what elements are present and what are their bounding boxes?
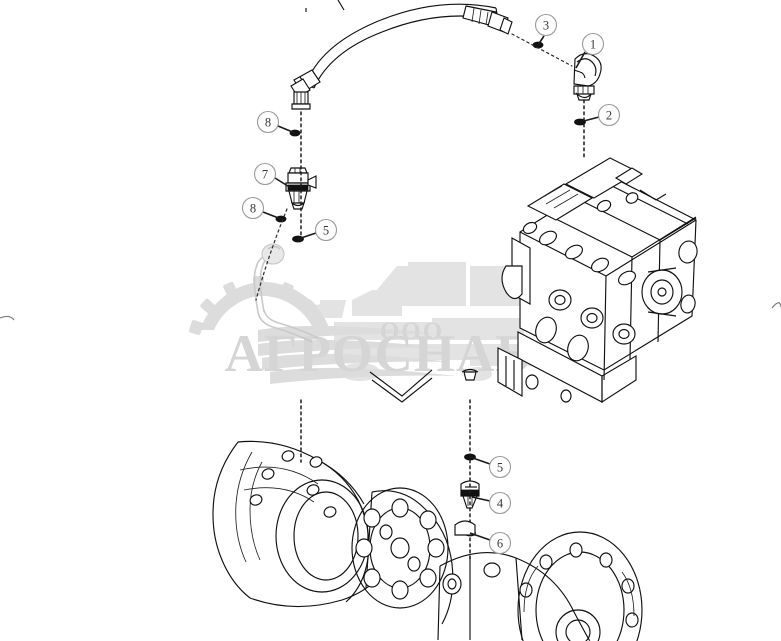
callout-1-leader — [575, 51, 586, 69]
centerlines — [255, 33, 585, 561]
callout-5b[interactable]: 5 — [297, 218, 338, 242]
watermark-company: ООО — [380, 318, 444, 345]
callout-5-circle[interactable] — [488, 455, 512, 479]
gear-icon — [188, 276, 330, 336]
tee-fitting — [285, 167, 317, 210]
callout-4-label: 4 — [497, 497, 504, 511]
callout-6-circle[interactable] — [488, 531, 512, 555]
callout-1-circle[interactable] — [581, 32, 605, 56]
callout-8b[interactable]: 8 — [241, 196, 282, 220]
callout-7[interactable]: 7 — [253, 162, 292, 189]
callout-6[interactable]: 6 — [469, 531, 512, 555]
callout-5-leader — [469, 456, 491, 465]
callout-5-label: 5 — [497, 461, 503, 475]
callout-4-circle[interactable] — [488, 491, 512, 515]
callout-7-circle[interactable] — [253, 162, 277, 186]
callout-7-leader — [274, 177, 292, 189]
control-valve-stack — [497, 157, 698, 404]
callout-3-leader — [537, 35, 545, 46]
steel-tube-line — [253, 243, 319, 343]
callout-5[interactable]: 5 — [469, 455, 512, 479]
callout-8a[interactable]: 8 — [256, 110, 296, 134]
callout-8b-label: 8 — [250, 202, 256, 216]
bracket-chevron — [369, 368, 479, 403]
callout-3[interactable]: 3 — [534, 13, 558, 46]
callout-1-label: 1 — [590, 38, 596, 52]
connector-fitting — [460, 480, 480, 509]
callout-2-circle[interactable] — [597, 103, 621, 127]
elbow-fitting — [573, 53, 602, 101]
callout-1[interactable]: 1 — [575, 32, 605, 69]
final-drive — [351, 487, 643, 641]
hydraulic-hose — [290, 0, 513, 110]
callout-2-leader — [579, 116, 600, 123]
callout-8a-leader — [277, 125, 296, 134]
callout-3-circle[interactable] — [534, 13, 558, 37]
callout-3-label: 3 — [543, 19, 549, 33]
callout-7-label: 7 — [262, 168, 268, 182]
callout-8b-circle[interactable] — [241, 196, 265, 220]
callout-5b-circle[interactable] — [314, 218, 338, 242]
callout-5b-label: 5 — [323, 224, 329, 238]
callout-8b-leader — [262, 211, 282, 220]
callout-8a-label: 8 — [265, 116, 271, 130]
callout-2-label: 2 — [606, 109, 612, 123]
callout-6-label: 6 — [497, 537, 503, 551]
field-rows-icon — [258, 325, 456, 384]
callout-4-leader — [471, 496, 491, 502]
callout-5b-leader — [297, 232, 317, 240]
callout-6-leader — [469, 532, 491, 541]
callout-4[interactable]: 4 — [471, 491, 512, 515]
watermark-brand: АГРОСНАБ — [225, 325, 532, 383]
axle-housing — [212, 440, 381, 608]
callout-8a-circle[interactable] — [256, 110, 280, 134]
callout-2[interactable]: 2 — [579, 103, 621, 127]
